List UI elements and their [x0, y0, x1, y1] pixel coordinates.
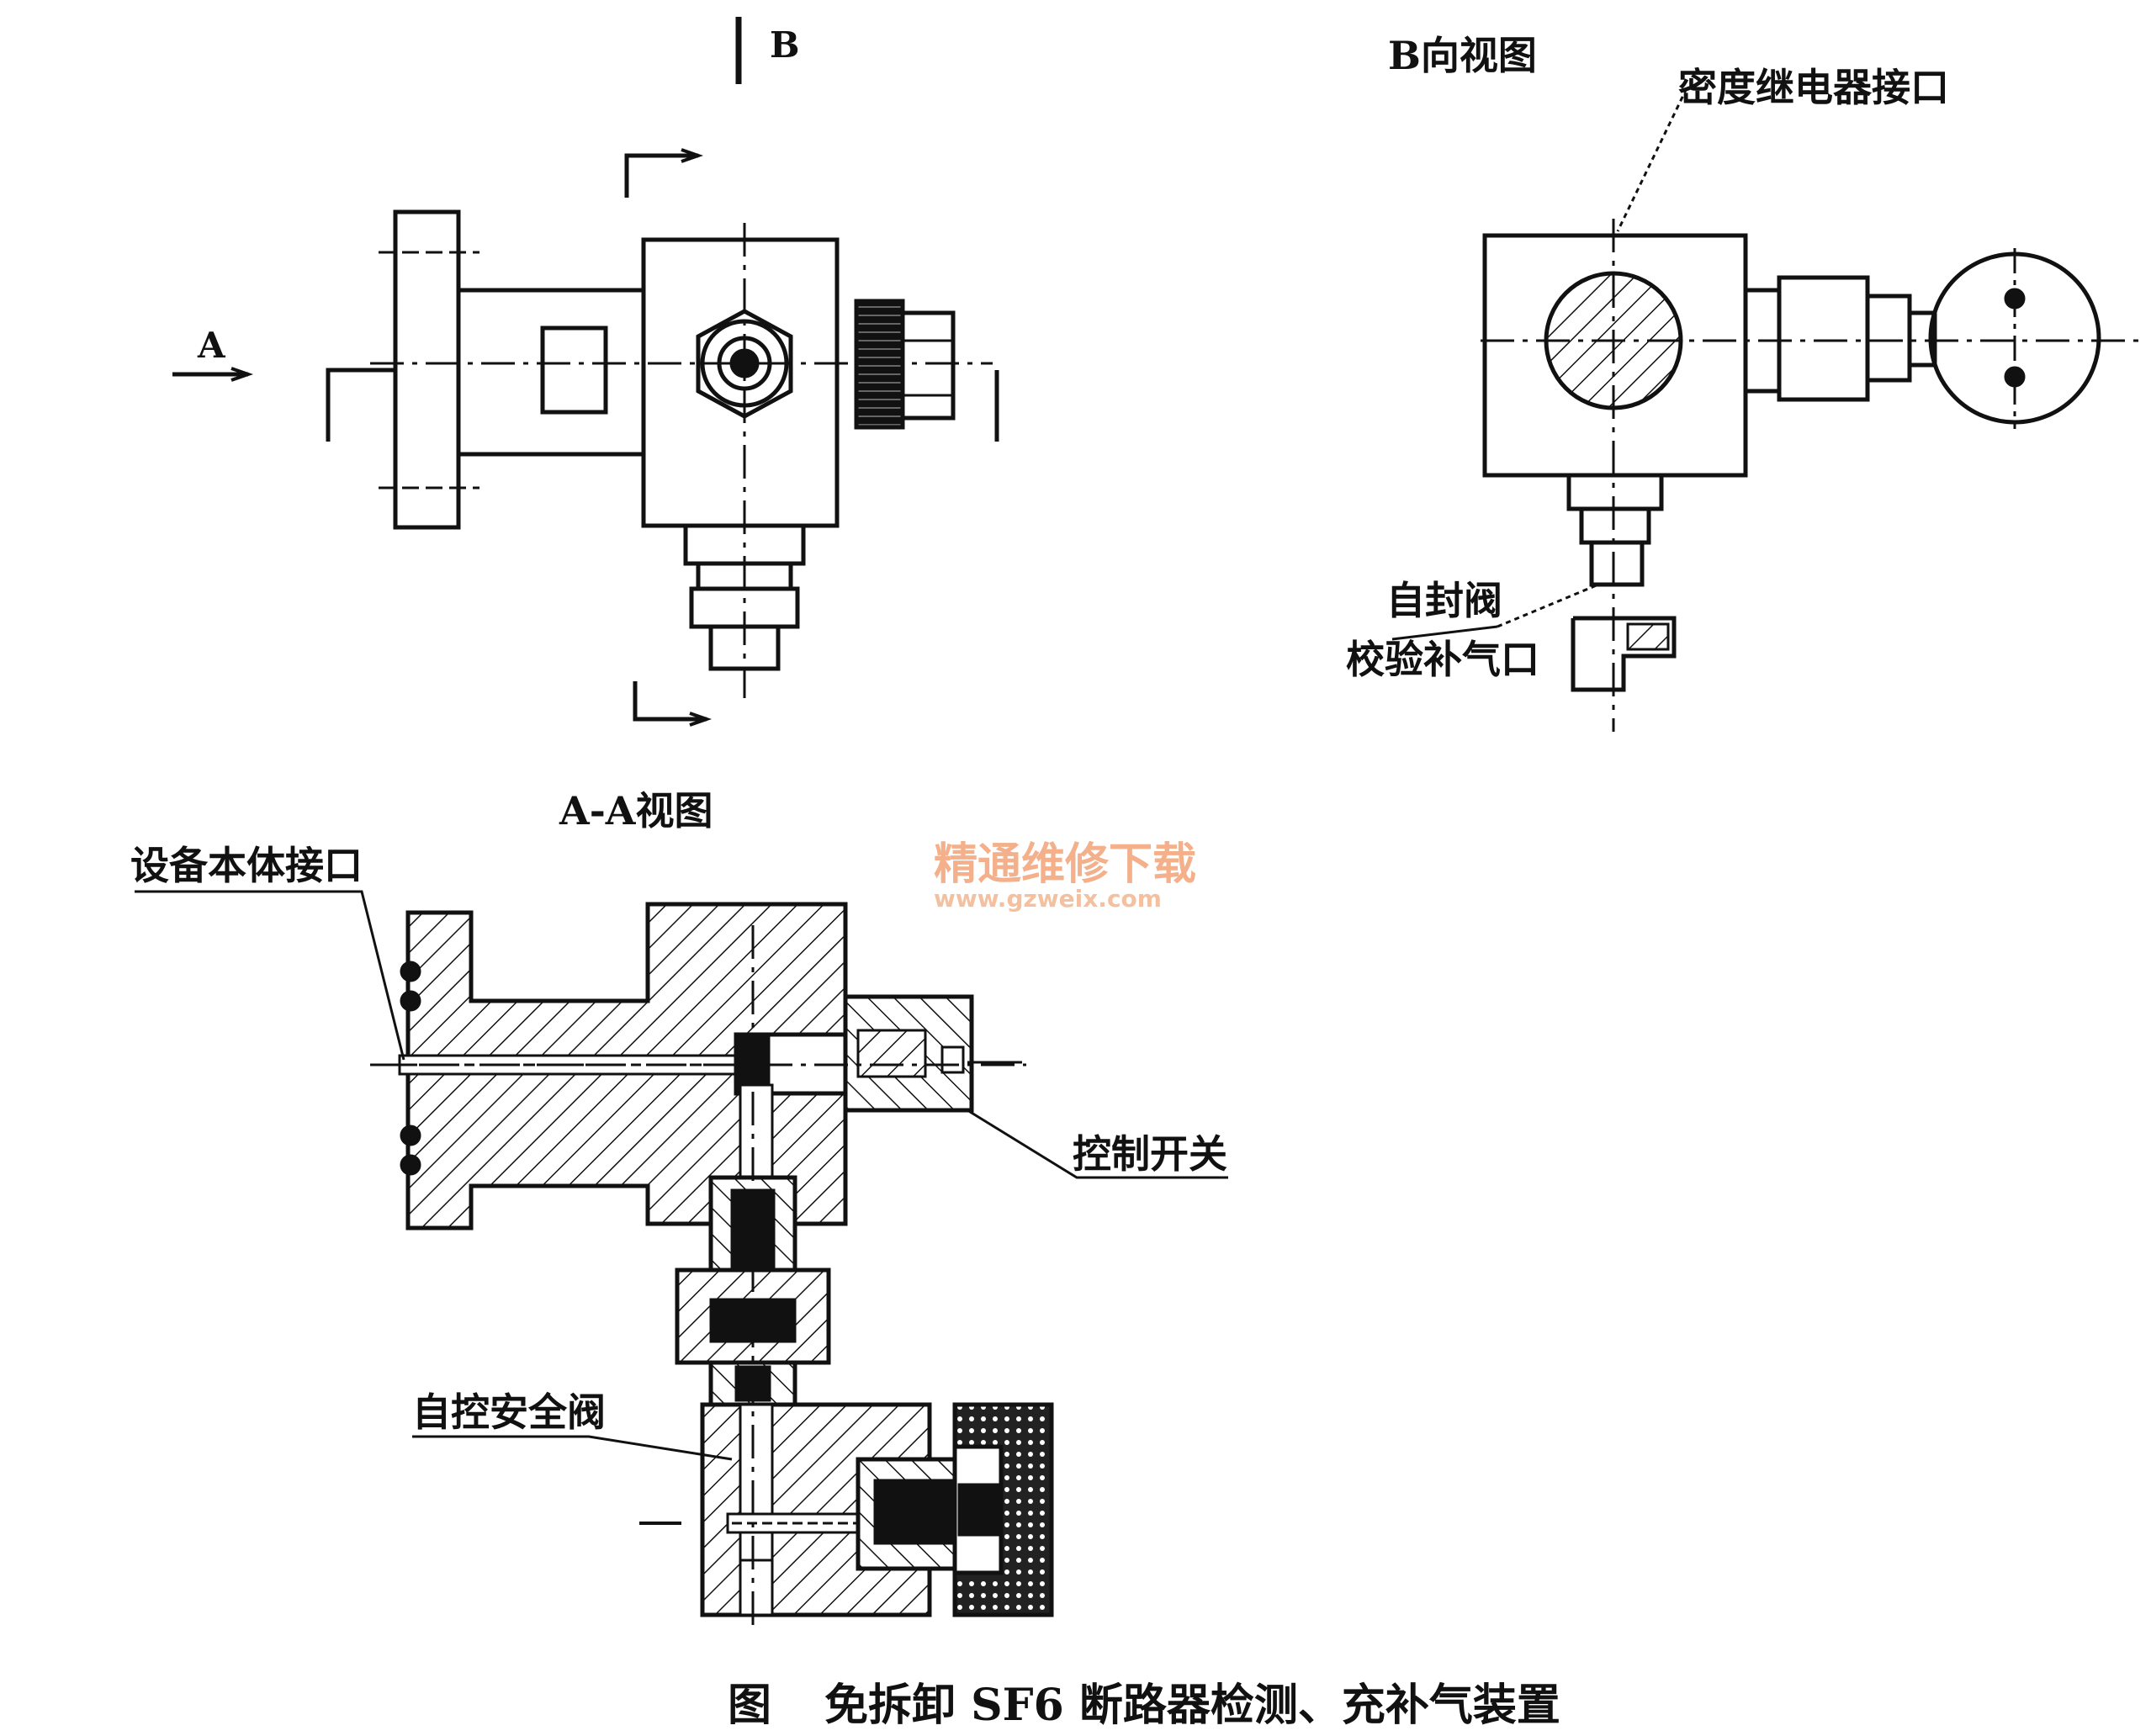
- self-seal-valve-label: 自封阀: [1386, 578, 1502, 623]
- aa-view-title: A-A视图: [559, 788, 713, 834]
- caption-prefix: 图: [728, 1680, 771, 1731]
- density-relay-port-label: 密度继电器接口: [1678, 65, 1949, 110]
- auto-safety-valve-label: 自控安全阀: [412, 1389, 606, 1435]
- caption-text: 免拆卸 SF6 断路器检测、充补气装置: [824, 1680, 1560, 1731]
- a-marker-label: A: [197, 325, 226, 366]
- control-switch-label: 控制开关: [1073, 1131, 1227, 1177]
- aa-section-view: [135, 890, 1228, 1632]
- watermark-url: www.gzweix.com: [934, 885, 1162, 913]
- equipment-body-port-label: 设备本体接口: [130, 843, 363, 888]
- check-fill-port-label: 校验补气口: [1346, 637, 1539, 682]
- b-view-title: B向视图: [1388, 33, 1537, 78]
- b-marker-label: B: [770, 24, 800, 66]
- watermark-title: 精通维修下载: [934, 839, 1196, 890]
- front-view: [172, 17, 999, 727]
- b-view: [1391, 87, 2145, 732]
